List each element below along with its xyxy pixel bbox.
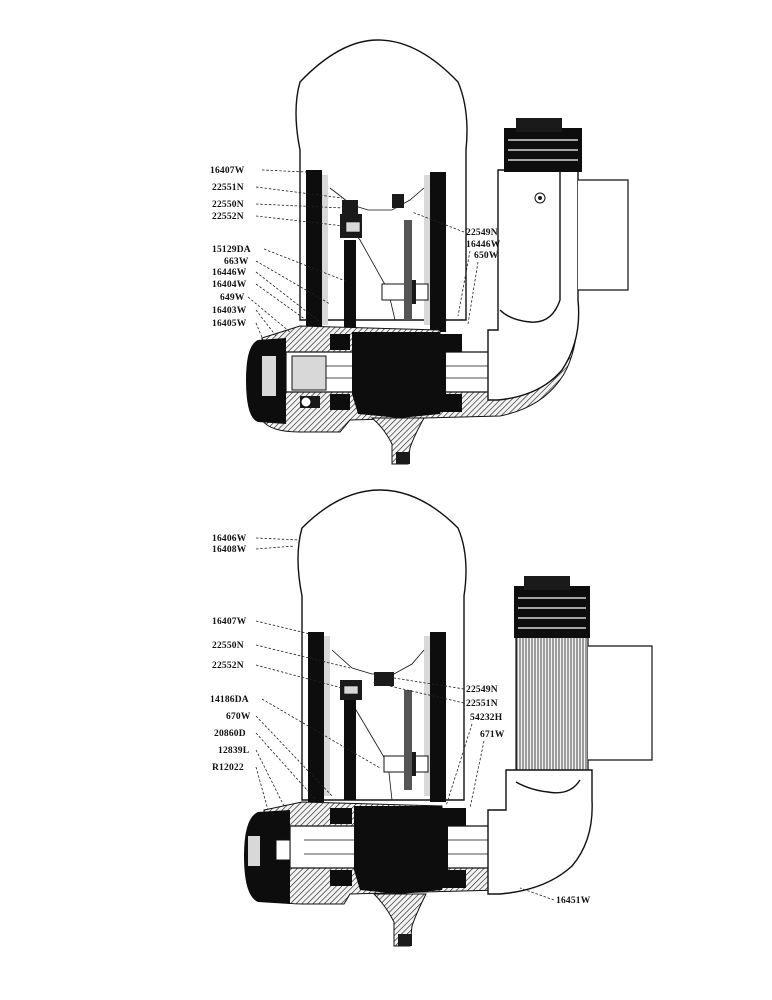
- top-bearing-block: [352, 332, 446, 418]
- label-16407w: 16407W: [210, 166, 245, 176]
- top-wheel-assembly: [246, 39, 629, 465]
- top-part-labels: 16407W 22551N 22550N 22552N 15129DA 663W…: [210, 166, 501, 343]
- label-54232h: 54232H: [470, 713, 503, 723]
- label-20860d: 20860D: [214, 729, 246, 739]
- bottom-kingpin-housing: [515, 635, 589, 781]
- label-22551n: 22551N: [212, 183, 244, 193]
- label-r12022: R12022: [212, 763, 244, 773]
- bottom-kingpin-elbow: [487, 769, 593, 895]
- top-kingpin-elbow: [487, 169, 580, 401]
- label-14186da: 14186DA: [210, 695, 249, 705]
- label-649w: 649W: [220, 293, 245, 303]
- bottom-rim-left: [308, 632, 324, 802]
- label-16446w-right: 16446W: [466, 240, 501, 250]
- label-16403w: 16403W: [212, 306, 247, 316]
- label-22551n-bottom: 22551N: [466, 699, 498, 709]
- label-16446w-left: 16446W: [212, 268, 247, 278]
- top-rim-left: [306, 170, 322, 330]
- label-22552n-bottom: 22552N: [212, 661, 244, 671]
- bottom-housing-flange: [588, 645, 653, 761]
- label-663w: 663W: [224, 257, 249, 267]
- top-housing-flange: [578, 179, 629, 291]
- label-16406w: 16406W: [212, 534, 247, 544]
- bottom-part-labels: 16406W 16408W 16407W 22550N 22552N 14186…: [210, 534, 591, 906]
- label-22550n: 22550N: [212, 200, 244, 210]
- label-650w: 650W: [474, 251, 499, 261]
- top-rim-right: [430, 172, 446, 332]
- label-16408w: 16408W: [212, 545, 247, 555]
- label-22549n-bottom: 22549N: [466, 685, 498, 695]
- bottom-bearing-block: [354, 806, 448, 894]
- label-16405w: 16405W: [212, 319, 247, 329]
- label-22550n-bottom: 22550N: [212, 641, 244, 651]
- label-12839l: 12839L: [218, 746, 249, 756]
- label-670w: 670W: [226, 712, 251, 722]
- label-16404w: 16404W: [212, 280, 247, 290]
- label-671w: 671W: [480, 730, 505, 740]
- label-16451w: 16451W: [556, 896, 591, 906]
- label-22549n: 22549N: [466, 228, 498, 238]
- label-22552n: 22552N: [212, 212, 244, 222]
- bottom-kingpin-cap: [514, 586, 590, 638]
- bottom-wheel-assembly: [244, 489, 653, 947]
- bottom-hub-cap: [244, 810, 290, 904]
- bottom-rim-right: [430, 632, 446, 802]
- label-15129da: 15129DA: [212, 245, 251, 255]
- label-16407w-bottom: 16407W: [212, 617, 247, 627]
- top-tire: [295, 39, 468, 321]
- bottom-tire: [297, 489, 467, 801]
